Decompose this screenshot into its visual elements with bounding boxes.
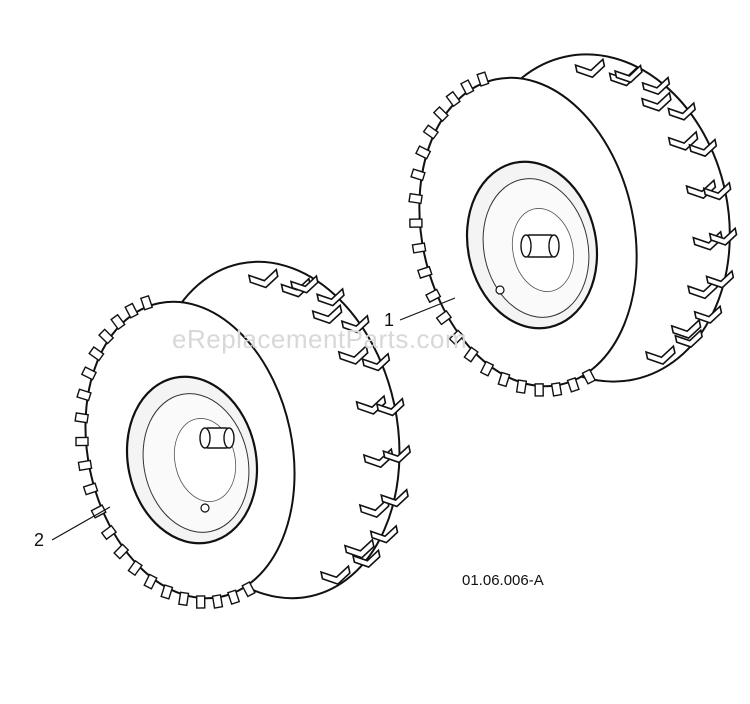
sidewall-lug [110,313,126,331]
sidewall-lug [411,242,427,254]
callout-1-label: 1 [384,310,394,330]
sidewall-lug [139,294,154,311]
sidewall-lug [124,302,139,319]
sidewall-lug [88,346,105,362]
tread-lug [687,278,718,300]
sidewall-lug [98,328,115,345]
sidewall-lug [463,346,479,363]
tread-lug [613,64,643,84]
wheel-1 [408,53,738,397]
sidewall-lug [566,377,580,393]
sidewall-lug [226,589,241,606]
tread-lug [640,91,672,112]
tread-lug [316,287,345,307]
sidewall-lug [415,145,432,160]
wheel-2-tread-lugs [247,267,412,586]
tread-lug [708,226,738,246]
wheel-2 [74,260,412,609]
tread-lug [705,269,735,289]
tread-lug [674,328,703,348]
sidewall-lug [410,168,426,182]
sidewall-lug [127,559,143,577]
tread-lug [693,304,723,324]
sidewall-lug [241,581,256,598]
wheel-2-sidewall-lugs [74,294,256,609]
tread-lug [375,397,405,417]
sidewall-lug [416,265,433,279]
tread-lug [361,352,391,372]
tread-lug [644,344,676,366]
tread-lug [319,564,351,586]
wheel-2-axle [199,427,235,449]
tread-lug [343,538,375,559]
callout-2-label: 2 [34,530,44,550]
sidewall-lug [581,368,597,385]
sidewall-lug [160,584,174,600]
sidewall-lug [80,366,98,381]
sidewall-lug [435,309,453,326]
sidewall-lug [113,543,130,560]
sidewall-lug [422,124,440,140]
callout-1-leader [399,297,456,321]
sidewall-lug [432,105,450,123]
sidewall-lug [479,360,495,377]
sidewall-lug [90,504,107,519]
tread-lug [667,101,697,121]
tread-lug [289,274,319,294]
drawing-code: 01.06.006-A [462,572,544,589]
sidewall-lug [409,218,423,228]
sidewall-lug [143,573,158,590]
sidewall-lug [100,524,118,541]
sidewall-lug [74,412,89,424]
tread-lug [380,488,409,508]
sidewall-lug [211,594,224,609]
sidewall-lug [445,90,461,108]
callout-2-leader [51,506,111,541]
tread-lug [641,75,671,96]
sidewall-lug [75,436,89,447]
sidewall-lug [76,388,92,402]
sidewall-lug [195,595,206,609]
watermark: eReplacementParts.com [172,324,467,354]
tread-lug [702,181,732,201]
sidewall-lug [550,381,563,397]
sidewall-lug [460,79,475,96]
sidewall-lug [425,288,442,304]
tread-lug [369,524,399,544]
tread-lug [351,548,381,568]
sidewall-lug [515,379,528,394]
tread-lug [337,344,369,365]
sidewall-lug [82,482,99,496]
sidewall-lug [77,459,93,472]
wheel-1-valve-stem [495,285,505,295]
sidewall-lug [497,371,511,388]
tread-lug [670,318,702,339]
sidewall-lug [178,591,190,607]
tread-lug [358,497,390,519]
sidewall-lug [534,383,544,397]
wheel-1-sidewall-lugs [408,71,597,397]
wheel-1-tread-lugs [574,57,738,366]
tread-lug [688,137,718,158]
sidewall-lug [476,71,490,87]
wheel-2-valve-stem [200,503,210,513]
sidewall-lug [408,192,423,205]
tread-lug [340,314,370,334]
tread-lug [574,57,606,79]
tread-lug [247,267,279,289]
tread-lug [382,444,412,464]
sidewall-lug [448,329,465,346]
wheel-1-axle [520,234,560,258]
tread-lug [311,303,343,325]
